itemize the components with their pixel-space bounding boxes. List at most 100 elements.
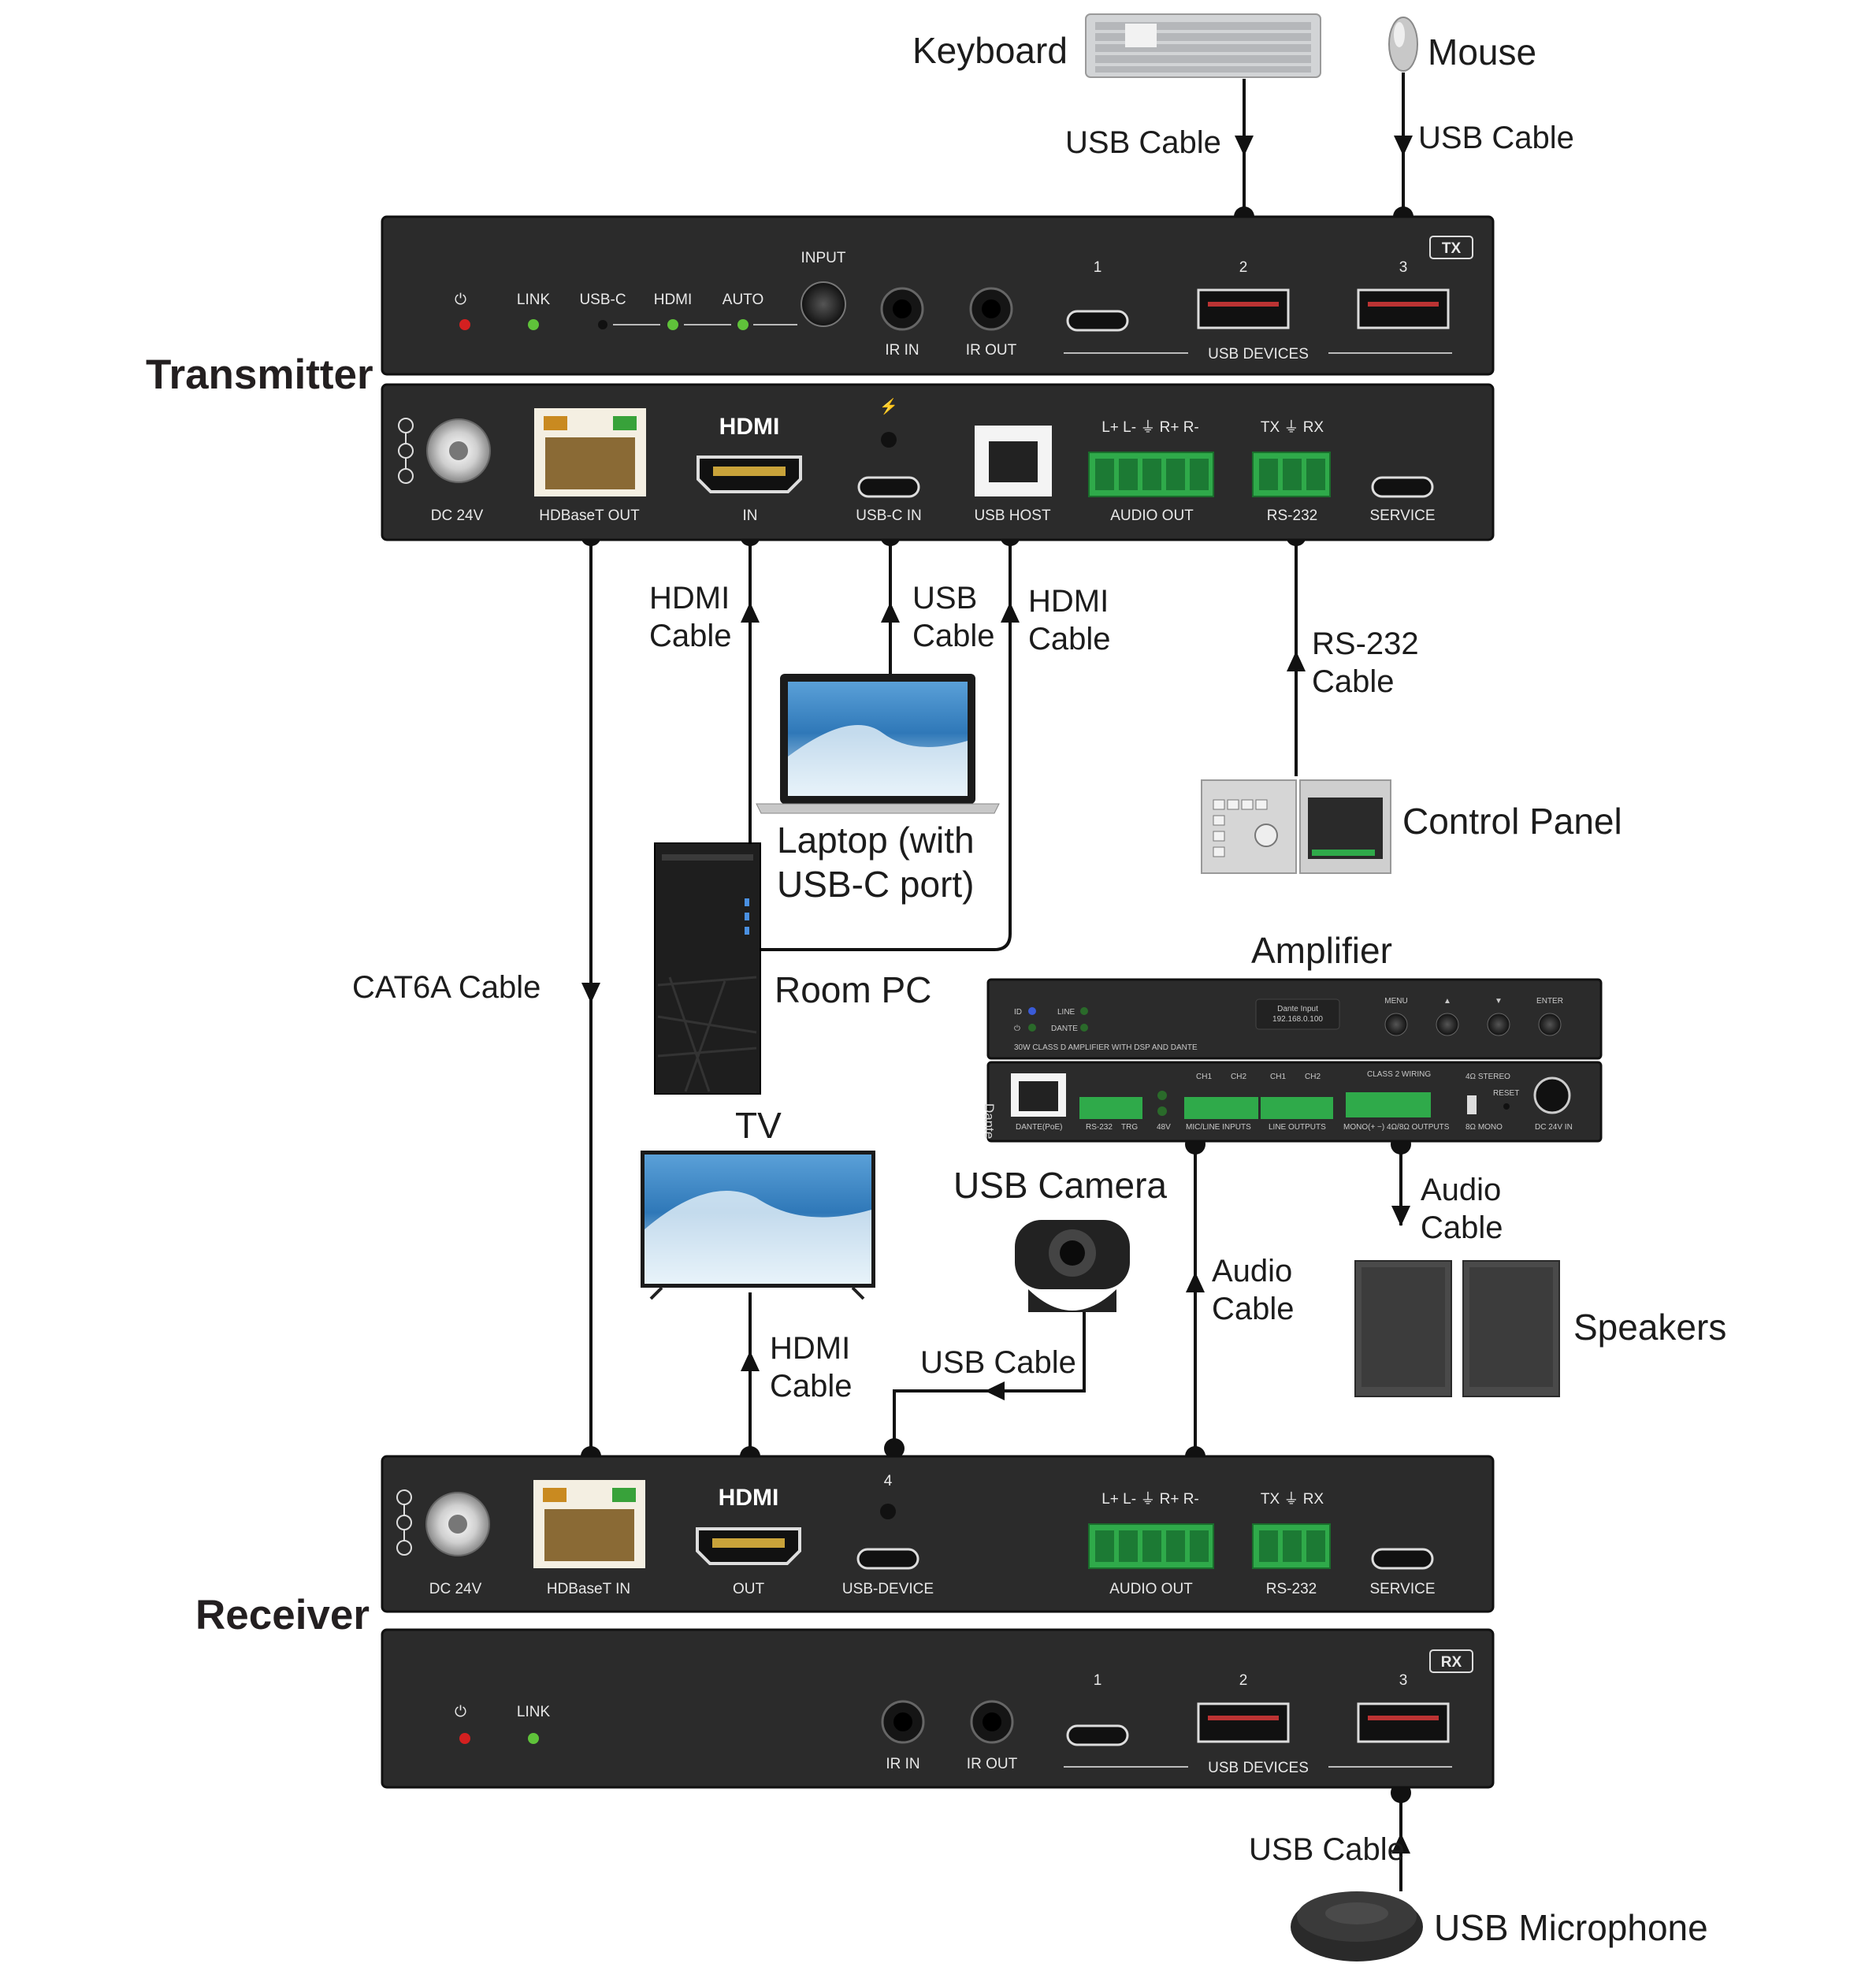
amp-rs232-terminal[interactable] xyxy=(1079,1097,1142,1119)
rx-usb-port-2-label: 2 xyxy=(1239,1672,1248,1689)
lightning-icon: ⚡ xyxy=(879,397,898,415)
amp-mic-inputs-terminal[interactable] xyxy=(1184,1097,1258,1119)
rx-ir-in-label: IR IN xyxy=(886,1756,919,1772)
service-port[interactable] xyxy=(1371,476,1434,498)
amp-model-label: 30W CLASS D AMPLIFIER WITH DSP AND DANTE xyxy=(1014,1043,1198,1052)
rs232-cable-label-a: RS-232 xyxy=(1312,627,1419,661)
rx-usb-c-port-1[interactable] xyxy=(1066,1724,1129,1746)
usb-a-port-2[interactable] xyxy=(1197,288,1290,329)
amp-dc-port[interactable] xyxy=(1533,1076,1571,1114)
power-led xyxy=(459,319,470,330)
ir-in-label: IR IN xyxy=(885,342,919,359)
mouse-usb-cable-label: USB Cable xyxy=(1418,121,1574,155)
link-led xyxy=(528,319,539,330)
auto-led xyxy=(737,319,749,330)
rx-rs232-pins-label: TX ⏚ RX xyxy=(1261,1491,1324,1508)
amp-dante-input-label: Dante Input xyxy=(1277,1005,1318,1013)
laptop-label-line1: Laptop (with xyxy=(777,820,975,861)
rx-usb-port-3-label: 3 xyxy=(1399,1672,1408,1689)
usb-device-label: USB-DEVICE xyxy=(842,1581,934,1597)
usb-c-in-port[interactable] xyxy=(857,476,920,498)
rx-link-led xyxy=(528,1733,539,1744)
amp-power-icon: ⏻ xyxy=(1014,1024,1020,1033)
amp-48v-label: 48V xyxy=(1157,1123,1171,1132)
hdmi-led xyxy=(667,319,678,330)
amp-mic-inputs-label: MIC/LINE INPUTS xyxy=(1186,1123,1251,1132)
amplifier-rear-panel: Dante DANTE(PoE) RS-232 TRG 48V CH1 CH2 … xyxy=(982,1061,1603,1143)
amplifier-label: Amplifier xyxy=(1251,930,1392,971)
room-pc-label: Room PC xyxy=(775,969,931,1010)
tv-hdmi-label-b: Cable xyxy=(770,1369,853,1404)
rx-usb-devices-label: USB DEVICES xyxy=(1208,1760,1309,1776)
amp-down-icon: ▼ xyxy=(1495,997,1503,1006)
input-label: INPUT xyxy=(801,250,846,266)
ir-out-label: IR OUT xyxy=(966,342,1017,359)
tx-badge: TX xyxy=(1442,240,1462,257)
amp-line-outputs-label: LINE OUTPUTS xyxy=(1269,1123,1326,1132)
rx-dc-label: DC 24V xyxy=(429,1581,482,1597)
transmitter-front-panel: ⏻ LINK USB-C HDMI AUTO INPUT IR IN IR OU… xyxy=(381,215,1495,376)
usb-microphone-image xyxy=(1291,1891,1423,1961)
hdmi-in-label: IN xyxy=(743,508,758,524)
rx-usb-a-port-2[interactable] xyxy=(1197,1702,1290,1743)
mic-usb-cable-label: USB Cable xyxy=(1249,1832,1405,1867)
hdmi-cable-label-2b: Cable xyxy=(1028,622,1111,656)
usbc-led xyxy=(598,320,607,329)
usb-port-4-label: 4 xyxy=(884,1473,893,1489)
keyboard-image xyxy=(1085,13,1321,78)
usb-devices-label: USB DEVICES xyxy=(1208,346,1309,363)
amplifier-front-panel: ID LINE ⏻ DANTE 30W CLASS D AMPLIFIER WI… xyxy=(986,978,1603,1060)
tv-label: TV xyxy=(735,1105,782,1146)
amp-enter-button[interactable] xyxy=(1538,1013,1562,1036)
rx-power-icon: ⏻ xyxy=(455,1704,466,1720)
transmitter-rear-panel: DC 24V HDBaseT OUT HDMI IN ⚡ USB-C IN US… xyxy=(381,383,1495,541)
rx-audio-out-label: AUDIO OUT xyxy=(1109,1581,1193,1597)
speaker-audio-cable-label-a: Audio xyxy=(1421,1173,1501,1207)
amp-speaker-outputs-terminal[interactable] xyxy=(1346,1092,1431,1117)
usb-cable-label-b: Cable xyxy=(912,619,995,653)
amp-trg-label: TRG xyxy=(1121,1123,1138,1132)
tv-hdmi-label-a: HDMI xyxy=(770,1331,850,1366)
keyboard-usb-cable-label: USB Cable xyxy=(1065,125,1221,160)
rx-service-port[interactable] xyxy=(1371,1548,1434,1570)
speaker-audio-cable-label-b: Cable xyxy=(1421,1210,1503,1245)
control-panel-image xyxy=(1201,779,1391,874)
hdmi-led-label: HDMI xyxy=(654,292,693,308)
amp-menu-label: MENU xyxy=(1384,997,1407,1006)
amp-up-button[interactable] xyxy=(1436,1013,1459,1036)
speakers-image xyxy=(1354,1260,1560,1397)
amp-line-ch1-label: CH1 xyxy=(1270,1073,1286,1081)
amp-down-button[interactable] xyxy=(1487,1013,1510,1036)
usb-device-port[interactable] xyxy=(856,1548,919,1570)
amp-line-outputs-terminal[interactable] xyxy=(1261,1097,1333,1119)
usb-c-port-1[interactable] xyxy=(1066,310,1129,332)
speakers-label: Speakers xyxy=(1573,1307,1726,1348)
hdmi-out-label: OUT xyxy=(733,1581,765,1597)
usb-a-port-3[interactable] xyxy=(1357,288,1450,329)
amp-mode-switch[interactable] xyxy=(1467,1095,1477,1114)
amp-mic-ch2-label: CH2 xyxy=(1231,1073,1246,1081)
rx-service-label: SERVICE xyxy=(1369,1581,1435,1597)
amp-mono-label: 8Ω MONO xyxy=(1466,1123,1503,1132)
amp-line-label: LINE xyxy=(1057,1008,1075,1017)
amp-dante-label: DANTE xyxy=(1051,1024,1078,1033)
amp-dante-poe-label: DANTE(PoE) xyxy=(1016,1123,1062,1132)
amp-reset-button[interactable] xyxy=(1503,1103,1510,1110)
cat6a-cable-label: CAT6A Cable xyxy=(352,970,541,1005)
receiver-front-panel: ⏻ LINK IR IN IR OUT 1 2 3 USB DEVICES RX xyxy=(381,1628,1495,1789)
usb-port-3-label: 3 xyxy=(1399,259,1408,276)
amp-up-icon: ▲ xyxy=(1443,997,1451,1006)
input-select-button[interactable] xyxy=(801,281,846,327)
amp-menu-button[interactable] xyxy=(1384,1013,1408,1036)
rx-usb-a-port-3[interactable] xyxy=(1357,1702,1450,1743)
amp-rs232-label: RS-232 xyxy=(1086,1123,1113,1132)
usb-port-1-label: 1 xyxy=(1094,259,1102,276)
usb-cable-label-a: USB xyxy=(912,581,977,615)
usb-port-2-label: 2 xyxy=(1239,259,1248,276)
audio-out-label: AUDIO OUT xyxy=(1110,508,1194,524)
amp-reset-label: RESET xyxy=(1493,1089,1519,1098)
mouse-image xyxy=(1388,17,1418,72)
amp-ip-label: 192.168.0.100 xyxy=(1272,1015,1323,1024)
mouse-label: Mouse xyxy=(1428,32,1536,73)
